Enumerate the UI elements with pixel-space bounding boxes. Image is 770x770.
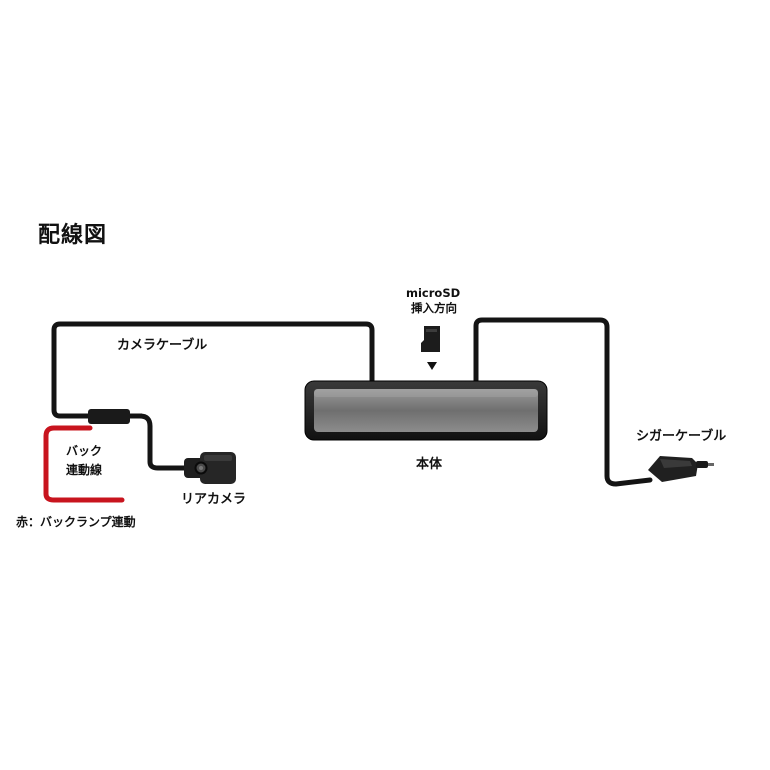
rear-camera-label: リアカメラ [181, 492, 247, 507]
back-link-label-line1: バック [66, 444, 103, 458]
cable-splitter [88, 409, 130, 424]
rear-camera-cable [137, 413, 193, 471]
main-unit-label: 本体 [416, 457, 443, 472]
cigar-cable-label: シガーケーブル [636, 429, 727, 444]
insertion-direction-label: 挿入方向 [411, 301, 457, 315]
back-link-label-line2: 連動線 [66, 463, 103, 477]
red-wire-note: 赤：バックランプ連動 [16, 515, 136, 529]
back-link-wire [43, 425, 125, 503]
microsd-label: microSD [406, 286, 461, 300]
cigar-cable [473, 317, 653, 487]
cigar-plug-icon [648, 456, 714, 482]
camera-cable-label: カメラケーブル [117, 338, 208, 353]
page-title: 配線図 [38, 223, 108, 248]
main-unit-mirror [304, 380, 548, 441]
camera-cable [51, 321, 375, 419]
microsd-card-icon [421, 326, 440, 352]
arrow-down-icon [427, 362, 437, 370]
rear-camera-icon [184, 452, 236, 484]
